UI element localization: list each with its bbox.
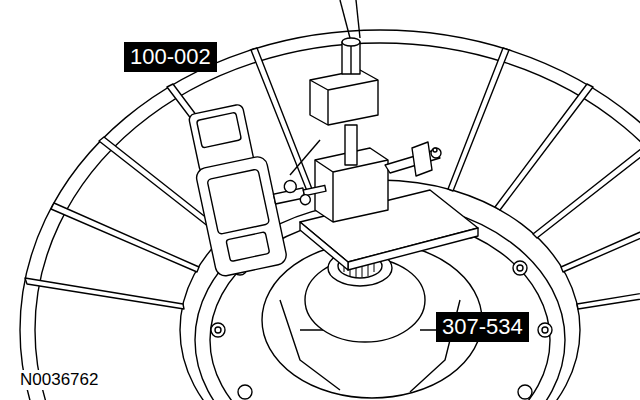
tool-callout-holder: 307-534	[436, 312, 529, 342]
tool-callout: 100-002	[124, 42, 217, 72]
indicator-arm	[290, 140, 320, 175]
figure-number: N0036762	[18, 370, 100, 390]
tool-callout-holder: 100-002	[124, 42, 217, 72]
tool-callout: 307-534	[436, 312, 529, 342]
housing-ribs	[25, 48, 640, 309]
housing-lip	[35, 43, 640, 400]
housing-outer	[20, 30, 640, 400]
figure-number-holder: N0036762	[18, 370, 100, 390]
tool-fixture	[310, 0, 441, 222]
dial-indicator	[183, 90, 339, 277]
